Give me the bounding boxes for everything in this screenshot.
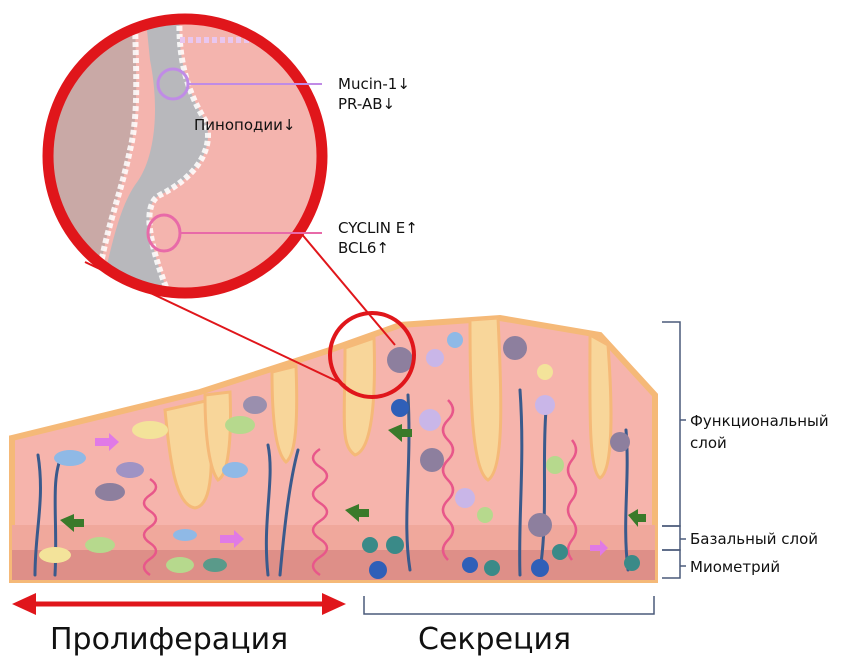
myometrium-bracket <box>662 550 680 578</box>
gland <box>590 335 611 478</box>
layer-brackets <box>662 322 686 578</box>
pr-ab-label: PR-AB↓ <box>338 94 395 114</box>
cell <box>552 544 568 560</box>
magnified-inset <box>40 10 340 310</box>
cell <box>203 558 227 572</box>
basal-bracket <box>662 526 680 550</box>
cell <box>95 483 125 501</box>
cell <box>537 364 553 380</box>
cell <box>173 529 197 541</box>
cell <box>387 347 413 373</box>
cell <box>166 557 194 573</box>
cell <box>243 396 267 414</box>
bcl6-label: BCL6↑ <box>338 238 389 258</box>
pinopodia-label: Пинοподии↓ <box>194 115 295 135</box>
cell <box>535 395 555 415</box>
myometrium-label: Миометрий <box>690 557 780 577</box>
tissue-block <box>12 318 655 580</box>
mucin-label: Mucin-1↓ <box>338 74 410 94</box>
cell <box>503 336 527 360</box>
cell <box>222 462 248 478</box>
cell <box>477 507 493 523</box>
cell <box>391 399 409 417</box>
cell <box>531 559 549 577</box>
proliferation-arrow <box>12 593 346 615</box>
cell <box>624 555 640 571</box>
cell <box>54 450 86 466</box>
cell <box>85 537 115 553</box>
cell <box>426 349 444 367</box>
cell <box>610 432 630 452</box>
functional-layer-label: Функциональный слой <box>690 410 840 454</box>
cell <box>386 536 404 554</box>
cyclin-label: CYCLIN E↑ <box>338 218 418 238</box>
cell <box>419 409 441 431</box>
cell <box>462 557 478 573</box>
cell <box>420 448 444 472</box>
cell <box>447 332 463 348</box>
cell <box>455 488 475 508</box>
cell <box>116 462 144 478</box>
cell <box>484 560 500 576</box>
cell <box>39 547 71 563</box>
cell <box>362 537 378 553</box>
cell <box>132 421 168 439</box>
cell <box>528 513 552 537</box>
secretion-label: Секреция <box>418 622 571 658</box>
vein <box>626 430 628 570</box>
basal-layer-label: Базальный слой <box>690 529 818 549</box>
cell <box>546 456 564 474</box>
secretion-bracket <box>364 596 654 614</box>
functional-bracket <box>662 322 680 526</box>
cell <box>369 561 387 579</box>
cell <box>225 416 255 434</box>
proliferation-label: Пролиферация <box>50 622 288 658</box>
